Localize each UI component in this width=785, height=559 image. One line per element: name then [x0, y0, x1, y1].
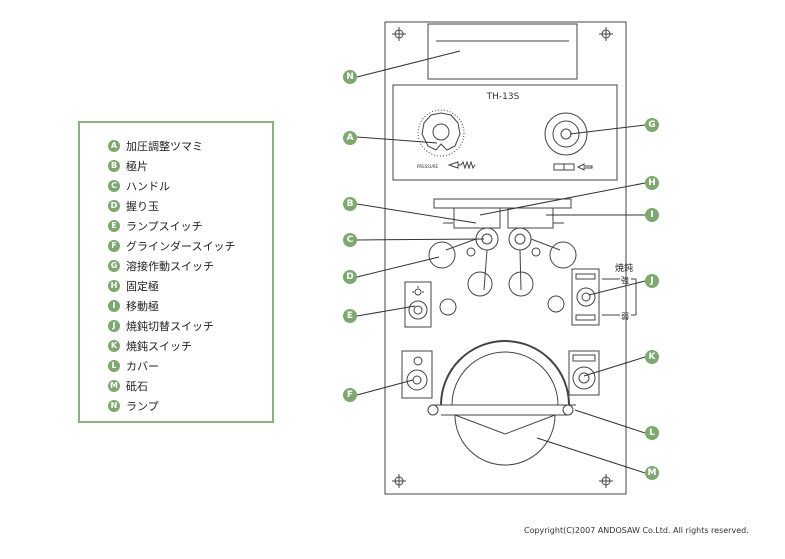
legend-item: C ハンドル	[108, 178, 170, 194]
grip-knob-right[interactable]	[549, 241, 577, 269]
sun-icon	[412, 286, 424, 296]
legend-item: F グラインダースイッチ	[108, 238, 235, 254]
legend-label: 移動極	[126, 300, 159, 313]
legend-item: L カバー	[108, 358, 159, 374]
anneal-weak-label: 弱	[621, 312, 629, 321]
model-label: TH-13S	[486, 92, 520, 102]
grinder-cover	[440, 340, 570, 406]
indicator-light	[547, 295, 565, 313]
legend-label: 砥石	[126, 380, 148, 393]
legend-label: ランプスイッチ	[126, 220, 203, 233]
handle-left[interactable]	[445, 227, 499, 291]
arrow-left-icon	[576, 163, 593, 171]
legend-label: 加圧調整ツマミ	[126, 140, 203, 153]
indicator-light	[439, 298, 457, 316]
anneal-selector-switch[interactable]	[576, 287, 596, 307]
legend-label: 極片	[126, 160, 148, 173]
legend-badge: E	[108, 220, 120, 232]
anneal-switch[interactable]	[572, 366, 596, 390]
grinder-switch[interactable]	[406, 369, 428, 391]
legend-item: D 握り玉	[108, 198, 159, 214]
legend-label: 溶接作動スイッチ	[126, 260, 214, 273]
legend-badge: N	[108, 400, 120, 412]
legend-badge: L	[108, 360, 120, 372]
legend-item: A 加圧調整ツマミ	[108, 138, 203, 154]
legend-badge: C	[108, 180, 120, 192]
legend-badge: H	[108, 280, 120, 292]
grip-knob-left[interactable]	[428, 241, 456, 269]
legend-badge: I	[108, 300, 120, 312]
anneal-strong-label: 強	[621, 275, 629, 285]
fixed-electrode	[453, 207, 501, 229]
legend-badge: B	[108, 160, 120, 172]
lamp-switch[interactable]	[408, 300, 428, 320]
legend-item: B 極片	[108, 158, 148, 174]
legend-label: 握り玉	[126, 200, 159, 213]
legend-item: M 砥石	[108, 378, 148, 394]
arrow-left-icon	[447, 161, 459, 169]
legend-label: ランプ	[126, 400, 159, 413]
anneal-selector-frame	[571, 268, 600, 326]
cover-screw	[427, 404, 439, 416]
legend-badge: A	[108, 140, 120, 152]
legend-badge: D	[108, 200, 120, 212]
legend-item: J 焼鈍切替スイッチ	[108, 318, 214, 334]
clamp-right	[508, 271, 534, 297]
legend-item: E ランプスイッチ	[108, 218, 203, 234]
grindstone	[454, 414, 556, 466]
lamp-switch-frame	[404, 281, 432, 328]
legend-item: K 焼鈍スイッチ	[108, 338, 192, 354]
parts-legend: A 加圧調整ツマミ B 極片 C ハンドル D 握り玉 E ランプスイッチ F グラインダー…	[78, 121, 274, 423]
anneal-switch-frame	[568, 350, 600, 396]
legend-badge: J	[108, 320, 120, 332]
legend-label: 固定極	[126, 280, 159, 293]
legend-item: I 移動極	[108, 298, 159, 314]
electrode-base	[433, 198, 572, 209]
pressure-knob[interactable]	[417, 109, 465, 157]
callout-lines	[356, 50, 646, 474]
legend-badge: G	[108, 260, 120, 272]
pressure-label: PRESSURE	[417, 164, 439, 169]
spring-icon	[458, 160, 476, 170]
legend-item: G 溶接作動スイッチ	[108, 258, 214, 274]
corner-screw	[599, 27, 613, 41]
legend-badge: M	[108, 380, 120, 392]
machine-panel	[384, 21, 627, 495]
copyright-text: Copyright(C)2007 ANDOSAW Co.Ltd. All rig…	[524, 526, 749, 535]
legend-label: 焼鈍スイッチ	[126, 340, 192, 353]
weld-switch[interactable]	[544, 112, 588, 156]
clamp-left	[467, 271, 493, 297]
moving-electrode	[507, 207, 554, 229]
lamp-housing	[427, 23, 578, 80]
legend-badge: K	[108, 340, 120, 352]
legend-label: カバー	[126, 360, 159, 373]
corner-screw	[392, 474, 406, 488]
control-plate	[392, 84, 618, 181]
cover-screw	[562, 404, 574, 416]
legend-item: N ランプ	[108, 398, 159, 414]
legend-label: ハンドル	[126, 180, 170, 193]
legend-label: グラインダースイッチ	[126, 240, 236, 253]
grinder-switch-frame	[401, 350, 433, 399]
corner-screw	[392, 27, 406, 41]
anneal-label: 焼鈍	[615, 262, 633, 274]
legend-item: H 固定極	[108, 278, 159, 294]
corner-screw	[599, 474, 613, 488]
legend-label: 焼鈍切替スイッチ	[126, 320, 214, 333]
legend-badge: F	[108, 240, 120, 252]
handle-right[interactable]	[508, 227, 561, 291]
